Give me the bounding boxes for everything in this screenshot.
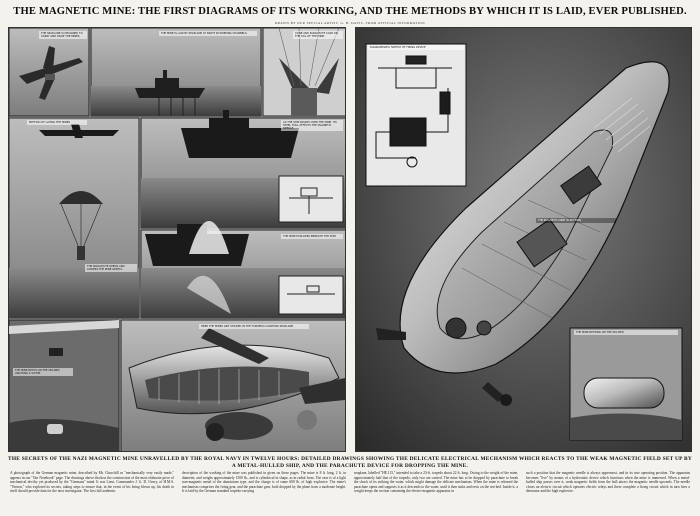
- right-illustration-art: [356, 28, 691, 451]
- caption-laying-night: THE MINE IS LAID BY SEAPLANE AT NIGHT IN…: [159, 31, 257, 36]
- caption-diagram: DIAGRAMMATIC SKETCH OF FIRING DEVICE: [368, 45, 464, 50]
- caption-stowed: HERE THE MINES ARE STOWED IN THE TORPEDO…: [199, 324, 309, 329]
- headline: THE MAGNETIC MINE: THE FIRST DIAGRAMS OF…: [13, 6, 687, 17]
- mine-cutaway-drawing: [376, 61, 670, 406]
- body-column-1: A photograph of the German magnetic mine…: [10, 471, 174, 493]
- plane-fuselage-drawing: [128, 328, 345, 441]
- body-text: A photograph of the German magnetic mine…: [10, 471, 690, 509]
- circuit-diagram: [375, 55, 452, 168]
- byline: DRAWN BY OUR SPECIAL ARTIST, G. H. DAVIS…: [275, 21, 425, 25]
- caption-cutaway: THE MAGNETIC MINE IN SECTION: [536, 218, 616, 223]
- caption-inset: THE MINE RESTING ON THE SEA BED: [574, 330, 678, 335]
- left-illustration-art: [9, 28, 345, 451]
- body-column-2: description of the working of the mine w…: [182, 471, 346, 493]
- parachute-drawing: [59, 191, 103, 260]
- caption-seabed: THE MINE RESTS ON THE SEA-BED AWAITING A…: [13, 368, 73, 376]
- caption-parachute: THE PARACHUTE OPENS AND LOWERS THE MINE …: [85, 264, 137, 272]
- caption-seaplane: THE SEAPLANE IS DESIGNED TO CARRY AND DR…: [39, 31, 87, 39]
- body-column-4: such a position that the magnetic needle…: [526, 471, 690, 493]
- caption-method: METHOD OF LAYING THE MINES: [27, 120, 87, 125]
- caption-tail: CONE AND PARACHUTE CASE ON THE TAIL OF T…: [293, 31, 343, 39]
- seaplane-drawing: [19, 46, 83, 100]
- caption-explosion: THE MINE EXPLODES BENEATH THE SHIP.: [281, 234, 343, 239]
- subheading: THE SECRETS OF THE NAZI MAGNETIC MINE UN…: [7, 456, 693, 469]
- left-illustration: THE SEAPLANE IS DESIGNED TO CARRY AND DR…: [8, 27, 346, 452]
- right-illustration: DIAGRAMMATIC SKETCH OF FIRING DEVICE THE…: [355, 27, 692, 452]
- body-column-3: seaplane, labelled "HE.115," intended to…: [354, 471, 518, 493]
- caption-ship-passes: AS THE SHIP PASSES OVER THE MINE, ITS ST…: [281, 120, 343, 131]
- ship-drawing: [135, 70, 205, 98]
